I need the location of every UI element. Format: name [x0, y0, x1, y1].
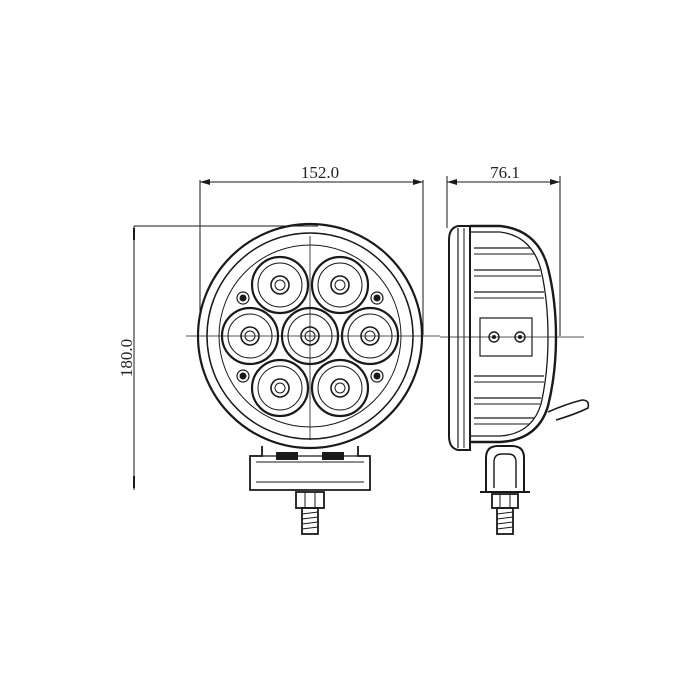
- led-6: [250, 358, 310, 418]
- front-bracket-base: [249, 446, 371, 491]
- width-dimension-label: 152.0: [301, 163, 339, 182]
- rivet-1: [488, 331, 500, 343]
- led-3: [220, 306, 280, 366]
- led-4: [280, 306, 340, 366]
- led-1: [250, 255, 310, 315]
- side-mounting-bracket: [480, 445, 530, 535]
- power-cable: [547, 399, 590, 421]
- side-view: [440, 224, 590, 535]
- housing-inner-ring: [206, 232, 414, 440]
- led-array: [220, 255, 400, 418]
- screw-1: [236, 291, 250, 305]
- front-view: [186, 222, 440, 535]
- housing-outer-ring: [196, 222, 424, 450]
- depth-dimension-label: 76.1: [490, 163, 520, 182]
- dimension-width: 152.0: [199, 163, 424, 335]
- screw-set: [236, 291, 384, 383]
- screw-4: [370, 369, 384, 383]
- rivet-set: [488, 331, 526, 343]
- led-5: [340, 306, 400, 366]
- dimension-depth: 76.1: [446, 163, 561, 336]
- lens-ring: [218, 244, 402, 428]
- cooling-fins: [474, 247, 544, 425]
- led-2: [310, 255, 370, 315]
- side-mount-plate: [479, 317, 533, 357]
- side-bezel: [448, 225, 471, 451]
- screw-2: [370, 291, 384, 305]
- height-dimension-label: 180.0: [117, 339, 136, 377]
- dimension-height: 180.0: [117, 225, 318, 490]
- side-body-outer: [470, 224, 558, 444]
- led-7: [310, 358, 370, 418]
- rivet-2: [514, 331, 526, 343]
- screw-3: [236, 369, 250, 383]
- front-mounting-bolt: [295, 491, 325, 535]
